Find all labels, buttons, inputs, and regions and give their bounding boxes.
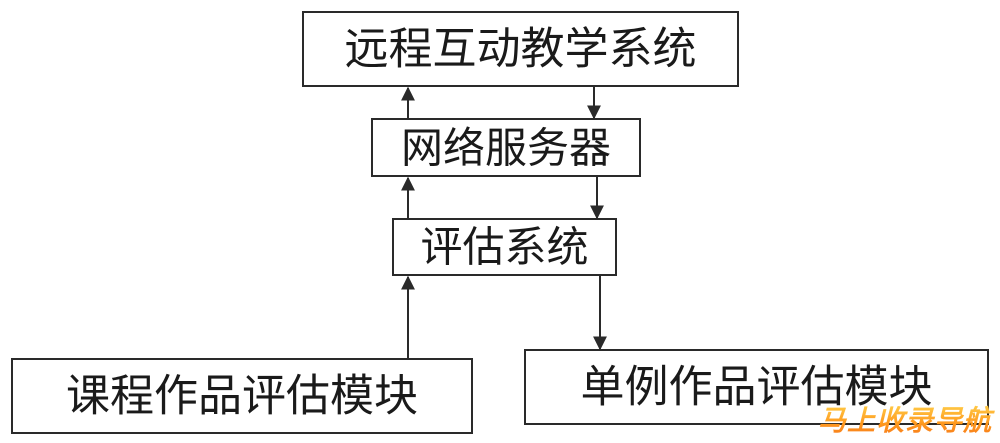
node-course-work-evaluation-module-label: 课程作品评估模块	[66, 371, 418, 422]
node-evaluation-system: 评估系统	[392, 218, 617, 276]
node-evaluation-system-label: 评估系统	[420, 223, 588, 272]
node-course-work-evaluation-module: 课程作品评估模块	[11, 358, 473, 434]
watermark-logo-text: 马上收录导航	[818, 402, 998, 440]
node-remote-teaching-system-label: 远程互动教学系统	[345, 24, 697, 75]
node-remote-teaching-system: 远程互动教学系统	[302, 11, 739, 87]
node-network-server-label: 网络服务器	[401, 124, 611, 173]
node-single-work-evaluation-module-label: 单例作品评估模块	[581, 362, 933, 413]
node-network-server: 网络服务器	[371, 118, 641, 177]
node-single-work-evaluation-module: 单例作品评估模块	[524, 349, 989, 425]
